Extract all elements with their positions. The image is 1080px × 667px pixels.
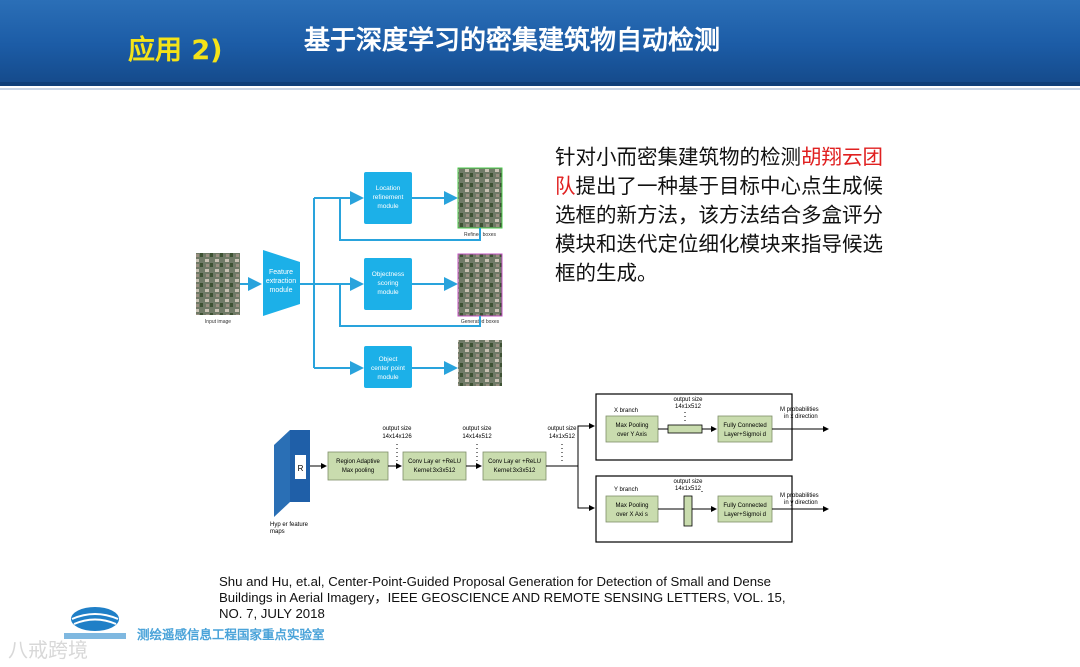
- size2-label-1: output size: [462, 426, 492, 432]
- feedback-loop-generated: [339, 284, 481, 327]
- y-out-label-1: M probabilities: [780, 493, 819, 499]
- feature-label-1: Feature: [269, 269, 293, 276]
- size3-label-2: 14x1x512: [549, 434, 576, 440]
- header-divider: [0, 82, 1080, 86]
- y-max-pool: [605, 495, 659, 523]
- team-highlight: 胡翔云团队: [555, 145, 883, 198]
- size1-label-2: 14x14x126: [382, 434, 412, 440]
- center-label-2: center point: [371, 365, 405, 372]
- hyper-label-1: Hyp er feature: [270, 522, 309, 528]
- y-pool-label-1: Max Pooling: [615, 503, 648, 509]
- size1-label-1: output size: [382, 426, 412, 432]
- location-label-3: module: [377, 203, 399, 210]
- size4-label-1: output size: [673, 397, 703, 403]
- x-branch-box: [595, 393, 793, 461]
- region-pool-label-2: Max pooling: [342, 468, 374, 474]
- pipeline-diagram: Input image Feature extraction module Lo…: [184, 138, 514, 388]
- region-pool-label-1: Region Adaptive: [336, 459, 380, 465]
- location-refinement-module: [364, 172, 412, 224]
- location-label-1: Location: [376, 185, 401, 192]
- feedback-loop-refined: [339, 198, 481, 241]
- region-adaptive-pool: [327, 451, 389, 481]
- watermark: 八戒跨境: [8, 638, 88, 662]
- center-point-module: [364, 346, 412, 388]
- x-feature-vector: [667, 424, 703, 434]
- conv-layer-2: [482, 451, 547, 481]
- x-fc-label-2: Layer+Sigmoi d: [724, 432, 766, 438]
- x-fc-label-1: Fully Connected: [723, 423, 766, 429]
- refined-boxes-image: [457, 167, 503, 229]
- x-max-pool: [605, 415, 659, 443]
- lab-name: 测绘遥感信息工程国家重点实验室: [137, 627, 325, 642]
- hyper-feature-side: [274, 430, 290, 517]
- conv1-label-2: Kernel:3x3x512: [414, 468, 456, 474]
- arrow-to-y-branch: [577, 466, 595, 511]
- header-divider-light: [0, 88, 1080, 90]
- slide-title: 基于深度学习的密集建筑物自动检测: [304, 26, 721, 56]
- center-label-1: Object: [379, 356, 398, 363]
- arrow-to-x-branch: [577, 423, 595, 466]
- y-fc-label-2: Layer+Sigmoi d: [724, 512, 766, 518]
- x-branch-label: X branch: [614, 408, 638, 414]
- objectness-label-1: Objectness: [372, 271, 405, 278]
- citation-line-2: Buildings in Aerial Imagery，IEEE GEOSCIE…: [219, 590, 786, 605]
- hyper-label-2: maps: [270, 529, 285, 535]
- x-fully-connected: [717, 415, 773, 443]
- citation-line-1: Shu and Hu, et.al, Center-Point-Guided P…: [219, 574, 771, 589]
- size2-label-2: 14x14x512: [462, 434, 492, 440]
- description-before: 针对小而密集建筑物的检测: [555, 145, 801, 169]
- citation-line-3: NO. 7, JULY 2018: [219, 606, 325, 621]
- citation: Shu and Hu, et.al, Center-Point-Guided P…: [219, 574, 859, 622]
- conv2-label-1: Conv Lay er +ReLU: [488, 459, 541, 465]
- x-pool-label-2: over Y Axis: [617, 432, 647, 438]
- roi-letter: R: [298, 464, 304, 473]
- y-pool-label-2: over X Axi s: [616, 512, 648, 518]
- section-tag: 应用 2): [128, 35, 223, 66]
- input-label: Input image: [205, 319, 231, 325]
- size3-label-1: output size: [547, 426, 577, 432]
- network-architecture-diagram: R Hyp er feature maps Region Adaptive Ma…: [270, 393, 829, 543]
- y-feature-vector: [683, 495, 693, 527]
- center-points-image: [458, 340, 502, 386]
- size5-label-2: 14x1x512: [675, 486, 702, 492]
- description-text: 针对小而密集建筑物的检测胡翔云团队提出了一种基于目标中心点生成候选框的新方法，该…: [555, 143, 885, 288]
- objectness-scoring-module: [364, 258, 412, 310]
- x-pool-label-1: Max Pooling: [615, 423, 648, 429]
- conv1-label-1: Conv Lay er +ReLU: [408, 459, 461, 465]
- x-out-label-1: M probabilities: [780, 407, 819, 413]
- feature-label-2: extraction: [266, 278, 296, 285]
- y-branch-label: Y branch: [614, 487, 638, 493]
- center-label-3: module: [377, 374, 399, 381]
- y-fully-connected: [717, 495, 773, 523]
- objectness-label-2: scoring: [378, 280, 399, 287]
- lab-logo: [64, 607, 126, 639]
- conv-layer-1: [402, 451, 467, 481]
- roi-window: [295, 455, 306, 479]
- generated-boxes-image: [457, 253, 503, 317]
- y-out-label-2: in y direction: [784, 500, 818, 506]
- y-fc-label-1: Fully Connected: [723, 503, 766, 509]
- feature-extraction-module: [263, 250, 300, 316]
- objectness-label-3: module: [377, 289, 399, 296]
- location-label-2: refinement: [373, 194, 404, 201]
- x-out-label-2: in x direction: [784, 414, 818, 420]
- conv2-label-2: Kernel:3x3x512: [494, 468, 536, 474]
- description-after: 提出了一种基于目标中心点生成候选框的新方法，该方法结合多盒评分模块和迭代定位细化…: [555, 174, 883, 285]
- size4-label-2: 14x1x512: [675, 404, 702, 410]
- size5-label-1: output size: [673, 479, 703, 485]
- input-image: [196, 253, 240, 315]
- header-bar: [0, 0, 1080, 82]
- feature-label-3: module: [270, 287, 293, 294]
